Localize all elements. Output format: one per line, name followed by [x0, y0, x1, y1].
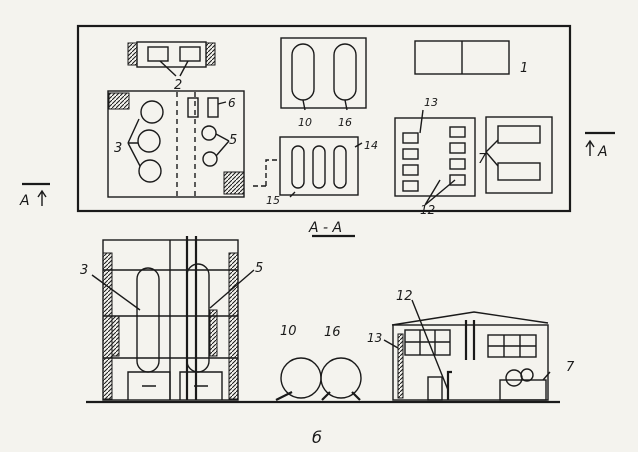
elevation-tanks [275, 357, 362, 401]
elev-label-7: 7 [566, 360, 575, 375]
section-label-right: A [597, 144, 608, 160]
elevation-view [86, 236, 560, 404]
plan-caption: A - A [308, 220, 342, 236]
label-12: 12 [420, 203, 435, 217]
figure-caption: б [312, 428, 322, 447]
plan-item-12 [394, 109, 476, 206]
label-15: 15 [266, 194, 280, 207]
elevation-frame [102, 236, 239, 401]
label-13: 13 [424, 96, 438, 109]
elev-label-13: 13 [367, 331, 382, 345]
label-14: 14 [364, 139, 378, 152]
elevation-building [391, 311, 551, 401]
label-3: 3 [114, 141, 122, 156]
elev-label-16: 16 [324, 325, 341, 340]
plan-item-2 [127, 41, 216, 77]
plan-labels: 1 2 3 5 6 7 10 16 12 13 14 15 A A A - A [19, 61, 608, 236]
label-1: 1 [520, 61, 528, 76]
section-label-left: A [19, 193, 30, 209]
elev-label-10: 10 [280, 324, 297, 339]
plan-item-14 [253, 136, 363, 198]
elev-label-12: 12 [396, 289, 413, 304]
plan-outline [76, 24, 572, 213]
label-7: 7 [478, 152, 487, 167]
elev-label-5: 5 [255, 261, 263, 276]
label-10: 10 [298, 116, 312, 129]
plan-item-1 [414, 40, 510, 75]
plan-tanks [280, 37, 367, 111]
plan-building-left [107, 90, 245, 198]
plan-view [22, 24, 615, 238]
label-5: 5 [229, 133, 237, 148]
label-6: 6 [228, 96, 236, 110]
elevation-labels: 3 5 10 16 12 13 7 б [80, 261, 575, 447]
label-16: 16 [338, 116, 352, 129]
label-2: 2 [174, 78, 182, 93]
elev-label-3: 3 [80, 263, 88, 278]
plan-item-7 [485, 116, 553, 194]
